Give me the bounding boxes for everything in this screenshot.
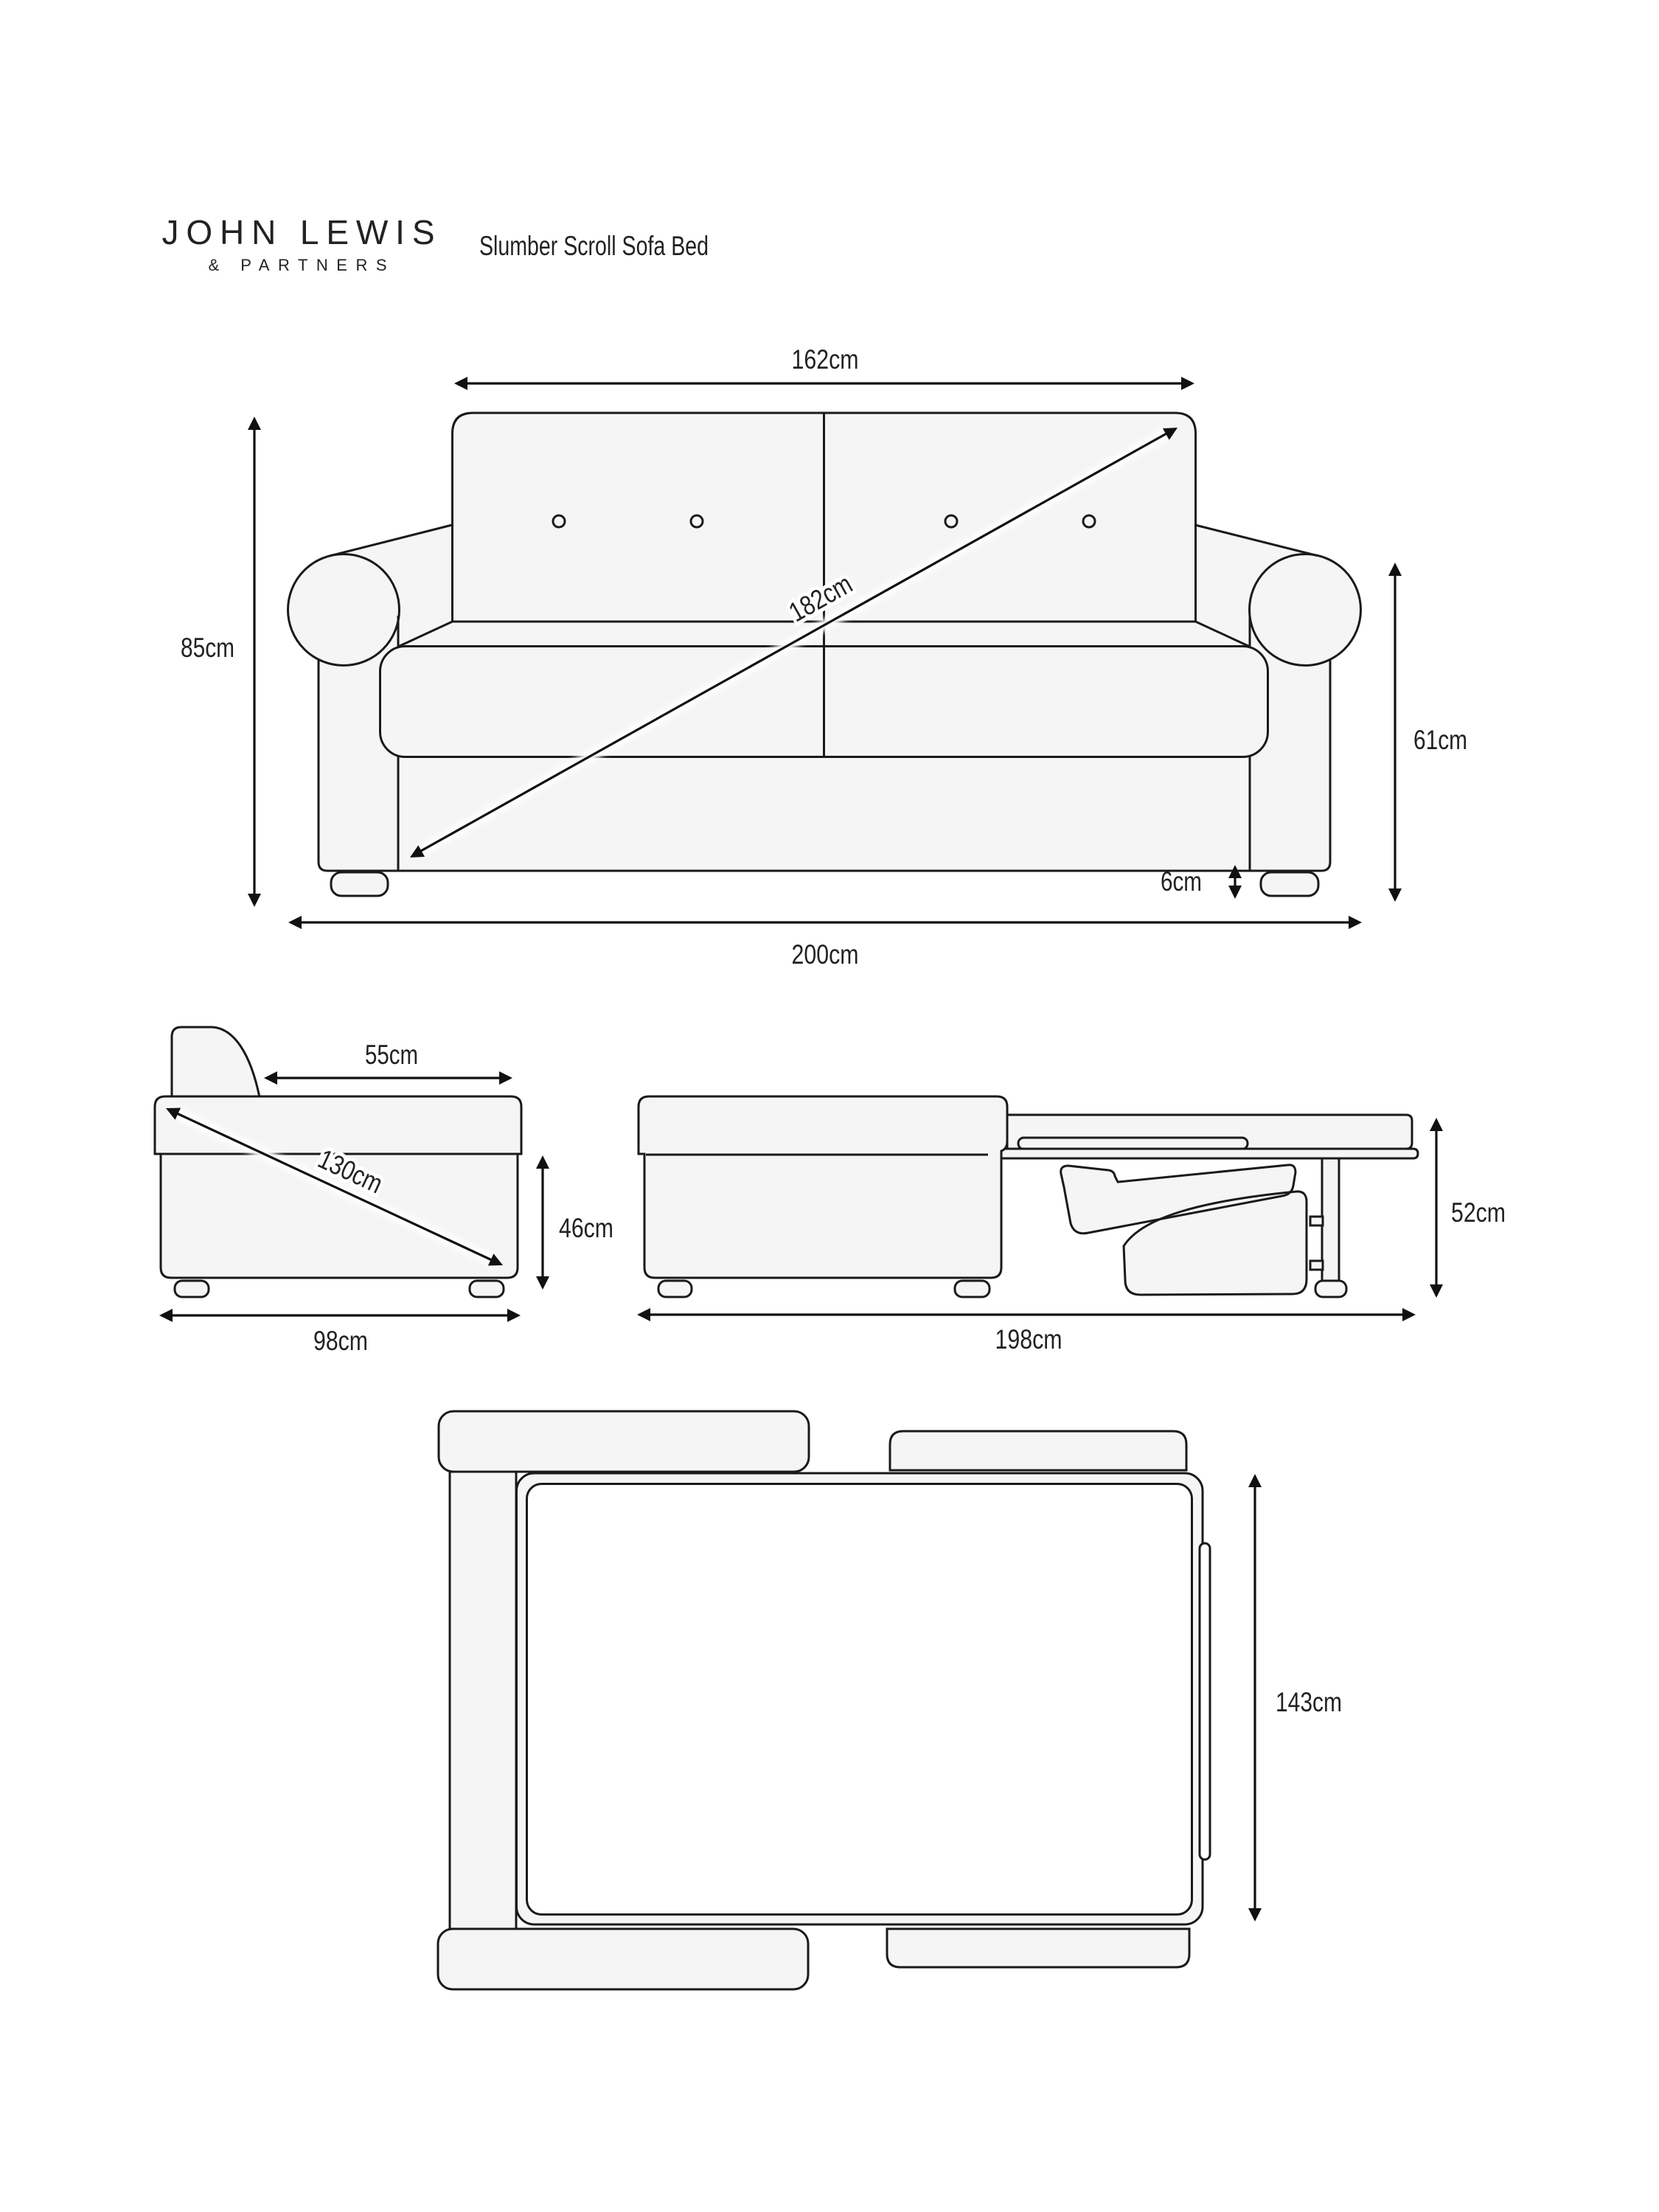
- svg-text:JOHN LEWIS: JOHN LEWIS: [162, 213, 442, 251]
- svg-text:61cm: 61cm: [1413, 725, 1467, 755]
- svg-text:198cm: 198cm: [995, 1324, 1062, 1354]
- svg-text:200cm: 200cm: [792, 939, 859, 970]
- svg-text:Slumber Scroll Sofa Bed: Slumber Scroll Sofa Bed: [479, 231, 709, 261]
- svg-text:6cm: 6cm: [1161, 866, 1202, 897]
- svg-text:85cm: 85cm: [181, 633, 234, 663]
- svg-text:162cm: 162cm: [792, 344, 859, 375]
- svg-text:46cm: 46cm: [559, 1213, 613, 1243]
- svg-text:98cm: 98cm: [313, 1326, 368, 1356]
- svg-text:52cm: 52cm: [1451, 1197, 1506, 1228]
- svg-text:143cm: 143cm: [1276, 1687, 1342, 1717]
- svg-text:55cm: 55cm: [365, 1040, 418, 1070]
- svg-text:& PARTNERS: & PARTNERS: [209, 256, 395, 274]
